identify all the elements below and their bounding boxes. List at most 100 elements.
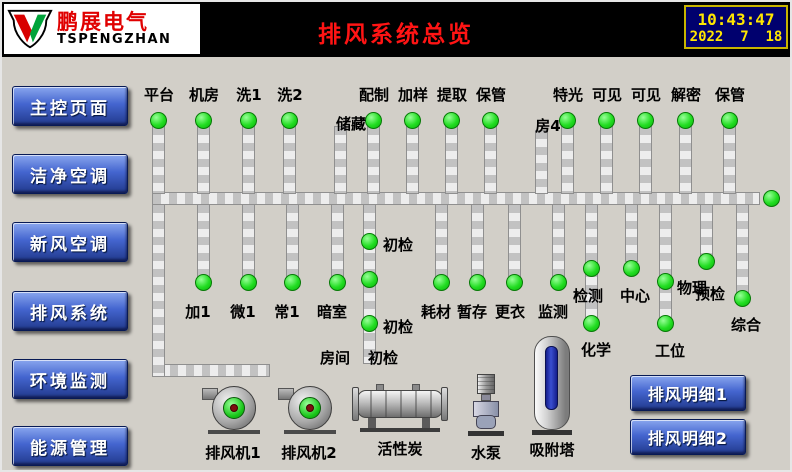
room-label: 提取 (436, 86, 468, 104)
status-lamp (361, 315, 378, 332)
status-lamp (559, 112, 576, 129)
carbon-leg (368, 418, 376, 429)
fan-hub (306, 404, 314, 412)
room-label: 可见 (591, 86, 623, 104)
status-lamp (698, 253, 715, 270)
equipment-label: 排风机2 (281, 444, 337, 462)
status-lamp (482, 112, 499, 129)
status-lamp (361, 233, 378, 250)
room-label: 暂存 (456, 303, 488, 321)
equipment-label: 排风机1 (205, 444, 261, 462)
status-lamp (583, 315, 600, 332)
fan-hub (230, 404, 238, 412)
pump-base (468, 431, 504, 436)
nav-env-monitoring[interactable]: 环境监测 (12, 359, 128, 399)
carbon-ribs (357, 390, 443, 418)
status-lamp (598, 112, 615, 129)
status-lamp (734, 290, 751, 307)
duct-branch (736, 204, 749, 294)
status-lamp (550, 274, 567, 291)
duct-branch (445, 126, 458, 194)
tower-base (532, 430, 572, 435)
nav-exhaust-system[interactable]: 排风系统 (12, 291, 128, 331)
brand-name: 鹏展电气 (57, 10, 149, 35)
activated-carbon-filter (352, 384, 448, 432)
duct-branch (639, 126, 652, 194)
brand-logo-icon (7, 9, 53, 49)
exhaust-detail-2-button[interactable]: 排风明细2 (630, 419, 746, 455)
page-title: 排风系统总览 (318, 22, 474, 48)
pump-neck (481, 394, 491, 401)
room-label: 工位 (654, 342, 686, 360)
duct-branch (471, 204, 484, 278)
room-label: 预检 (694, 285, 726, 303)
duct-branch (406, 126, 419, 194)
room-label: 保管 (475, 86, 507, 104)
duct-branch (331, 204, 344, 278)
room-label: 平台 (143, 86, 175, 104)
room-label: 保管 (714, 86, 746, 104)
duct-branch (552, 204, 565, 278)
exhaust-detail-1-button[interactable]: 排风明细1 (630, 375, 746, 411)
nav-energy-mgmt[interactable]: 能源管理 (12, 426, 128, 466)
equipment-label: 吸附塔 (529, 441, 575, 459)
room-label: 检测 (572, 287, 604, 305)
room-label: 加1 (185, 303, 211, 321)
room-label: 更衣 (494, 303, 526, 321)
duct-branch (625, 204, 638, 262)
duct-branch (242, 126, 255, 194)
clock-time: 10:43:47 (697, 9, 775, 29)
duct-branch (535, 130, 548, 194)
nav-clean-ac[interactable]: 洁净空调 (12, 154, 128, 194)
nav-main-page[interactable]: 主控页面 (12, 86, 128, 126)
status-lamp (763, 190, 780, 207)
room-label: 洗1 (236, 86, 262, 104)
fan-base (208, 430, 260, 434)
duct-branch (152, 204, 165, 377)
carbon-flange (441, 387, 448, 421)
status-lamp (361, 271, 378, 288)
status-lamp (195, 274, 212, 291)
duct-branch (484, 126, 497, 194)
room-label: 微1 (230, 303, 256, 321)
room-label: 可见 (630, 86, 662, 104)
status-lamp (329, 274, 346, 291)
tower-window (545, 346, 558, 410)
duct-branch (197, 204, 210, 278)
status-lamp (677, 112, 694, 129)
room-label: 机房 (188, 86, 220, 104)
pump-fins (477, 374, 495, 394)
bottom-duct (153, 364, 270, 377)
status-lamp (284, 274, 301, 291)
room-label: 储藏 (335, 115, 367, 133)
logo: 鹏展电气 TSPENGZHAN (4, 4, 200, 54)
room-label: 房4 (535, 117, 561, 135)
room-label: 加样 (397, 86, 429, 104)
carbon-base (360, 428, 440, 432)
room-label: 特光 (552, 86, 584, 104)
status-lamp (240, 274, 257, 291)
duct-branch (723, 126, 736, 194)
status-lamp (150, 112, 167, 129)
exhaust-fan-1 (202, 386, 264, 434)
nav-fresh-air-ac[interactable]: 新风空调 (12, 222, 128, 262)
clock-panel: 10:43:47 2022 7 18 (684, 5, 788, 49)
room-label: 耗材 (420, 303, 452, 321)
room-label: 初检 (382, 318, 414, 336)
status-lamp (240, 112, 257, 129)
status-lamp (583, 260, 600, 277)
fan-base (284, 430, 336, 434)
duct-branch (152, 126, 165, 194)
room-label: 洗2 (277, 86, 303, 104)
carbon-leg (422, 418, 430, 429)
equipment-label: 水泵 (470, 444, 502, 462)
room-label: 监测 (537, 303, 569, 321)
status-lamp (637, 112, 654, 129)
equipment-label: 活性炭 (377, 440, 423, 458)
status-lamp (657, 273, 674, 290)
status-lamp (623, 260, 640, 277)
status-lamp (404, 112, 421, 129)
room-label: 综合 (730, 316, 762, 334)
status-lamp (365, 112, 382, 129)
brand-sub-name: TSPENGZHAN (57, 32, 172, 48)
